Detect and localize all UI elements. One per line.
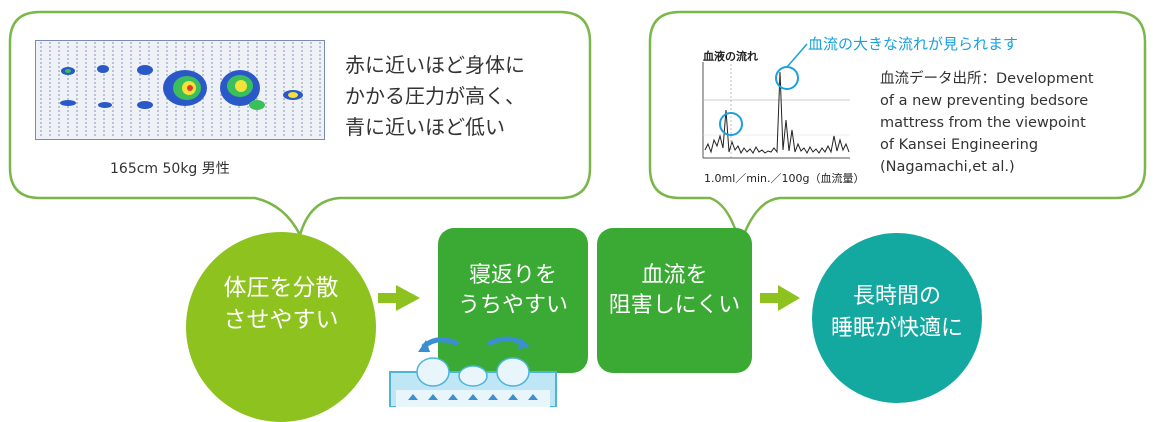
step-2-box: 寝返りを うちやすい [438,228,588,373]
step-4-circle: 長時間の 睡眠が快適に [812,233,982,403]
source-line-2: of a new preventing bedsore [880,93,1089,109]
mattress-illustration [389,336,557,407]
step-1-line-2: させやすい [223,307,339,333]
step-3-line-1: 血流を [641,263,708,288]
source-line-3: mattress from the viewpoint [880,115,1086,131]
arrow-2 [760,285,800,311]
step-4-line-2: 睡眠が快適に [830,316,963,341]
heatmap-explanation: 赤に近いほど身体に かかる圧力が高く、 青に近いほど低い [345,50,525,143]
sound-effect-1: ゴロン [528,336,556,346]
data-source: 血流データ出所：Development of a new preventing … [880,68,1094,178]
source-line-1: 血流データ出所：Development [880,71,1094,87]
explanation-line-3: 青に近いほど低い [345,115,505,139]
blood-flow-series [704,71,850,155]
source-line-4: of Kansei Engineering [880,137,1039,153]
step-1-text: 体圧を分散 させやすい [186,272,376,336]
step-3-line-2: 阻害しにくい [608,293,741,318]
step-2-line-2: うちやすい [457,293,568,318]
explanation-line-1: 赤に近いほど身体に [345,53,525,77]
step-1-line-1: 体圧を分散 [223,275,339,301]
step-2-line-1: 寝返りを [468,263,557,288]
sound-effect-2: ゴロン [536,350,564,360]
heat-blobs [60,65,303,110]
pressure-heatmap [35,40,325,140]
source-line-5: (Nagamachi,et al.) [880,159,1015,175]
step-3-text: 血流を 阻害しにくい [597,261,752,321]
chart-title: 血液の流れ [703,50,758,63]
step-1-circle: 体圧を分散 させやすい [186,232,376,422]
explanation-line-2: かかる圧力が高く、 [345,84,525,108]
step-2-text: 寝返りを うちやすい [438,261,588,321]
step-4-line-1: 長時間の [852,284,941,309]
arrow-1 [378,285,420,311]
step-3-box: 血流を 阻害しにくい [597,228,752,373]
heatmap-caption: 165cm 50kg 男性 [110,161,230,177]
peak-highlight-1 [719,112,743,136]
highlight-label: 血流の大きな流れが見られます [808,35,1019,53]
sound-effect: ゴロン ゴロン [528,334,563,362]
step-4-text: 長時間の 睡眠が快適に [812,281,982,345]
chart-caption: 1.0ml／min.／100g（血流量） [704,172,865,185]
blood-flow-chart [702,43,850,159]
